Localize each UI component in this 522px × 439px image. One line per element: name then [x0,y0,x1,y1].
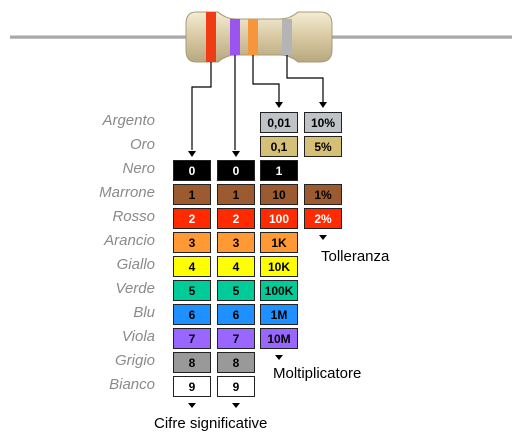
color-name-viola: Viola [121,328,155,345]
d2-cell: 3 [217,232,255,253]
mult-cell: 100 [260,208,298,229]
color-name-bianco: Bianco [109,376,155,393]
d1-cell: 3 [173,232,211,253]
resistor-body [185,11,333,63]
mult-cell: 10 [260,184,298,205]
resistor-band-1 [206,12,216,62]
connector-multiplier [252,55,280,102]
tol-cell: 1% [304,184,342,205]
mult-cell: 100K [260,280,298,301]
d2-cell: 8 [217,352,255,373]
color-name-verde: Verde [115,280,155,297]
tol-cell: 2% [304,208,342,229]
mult-cell: 10M [260,328,298,349]
column-arrow [319,235,327,240]
resistor-lead-right [330,35,512,39]
color-name-oro: Oro [129,136,155,153]
d1-cell: 5 [173,280,211,301]
color-name-giallo: Giallo [116,256,155,273]
resistor-band-2 [230,19,240,55]
d1-cell: 9 [173,376,211,397]
d1-cell: 2 [173,208,211,229]
mult-cell: 0,01 [260,112,298,133]
resistor-band-4 [282,19,292,55]
tol-cell: 5% [304,136,342,157]
d2-cell: 5 [217,280,255,301]
column-arrow [232,403,240,408]
connector-arrowhead [232,151,240,157]
color-name-marrone: Marrone [99,184,155,201]
d2-cell: 7 [217,328,255,349]
color-name-argento: Argento [102,112,155,129]
color-name-nero: Nero [122,160,155,177]
connector-arrowhead [188,151,196,157]
resistor-band-3 [248,19,258,55]
d1-cell: 7 [173,328,211,349]
connector-arrowhead [275,102,283,108]
color-name-rosso: Rosso [112,208,155,225]
significant-digits-label: Cifre significative [154,415,268,432]
mult-cell: 1M [260,304,298,325]
mult-cell: 10K [260,256,298,277]
connector-arrowhead [319,102,327,108]
d2-cell: 1 [217,184,255,205]
resistor-lead-left [10,35,190,39]
d2-cell: 0 [217,160,255,181]
d2-cell: 9 [217,376,255,397]
mult-cell: 1 [260,160,298,181]
d1-cell: 1 [173,184,211,205]
mult-cell: 1K [260,232,298,253]
column-arrow [188,403,196,408]
tolerance-label: Tolleranza [321,248,390,265]
tol-cell: 10% [304,112,342,133]
multiplier-label: Moltiplicatore [273,365,362,382]
connector-digit1 [191,62,212,150]
d2-cell: 4 [217,256,255,277]
d2-cell: 6 [217,304,255,325]
d1-cell: 4 [173,256,211,277]
d2-cell: 2 [217,208,255,229]
color-name-arancio: Arancio [104,232,155,249]
color-name-blu: Blu [133,304,155,321]
d1-cell: 0 [173,160,211,181]
mult-cell: 0,1 [260,136,298,157]
d1-cell: 6 [173,304,211,325]
connector-tolerance [286,55,324,102]
d1-cell: 8 [173,352,211,373]
column-arrow [275,355,283,360]
color-name-grigio: Grigio [114,352,155,369]
